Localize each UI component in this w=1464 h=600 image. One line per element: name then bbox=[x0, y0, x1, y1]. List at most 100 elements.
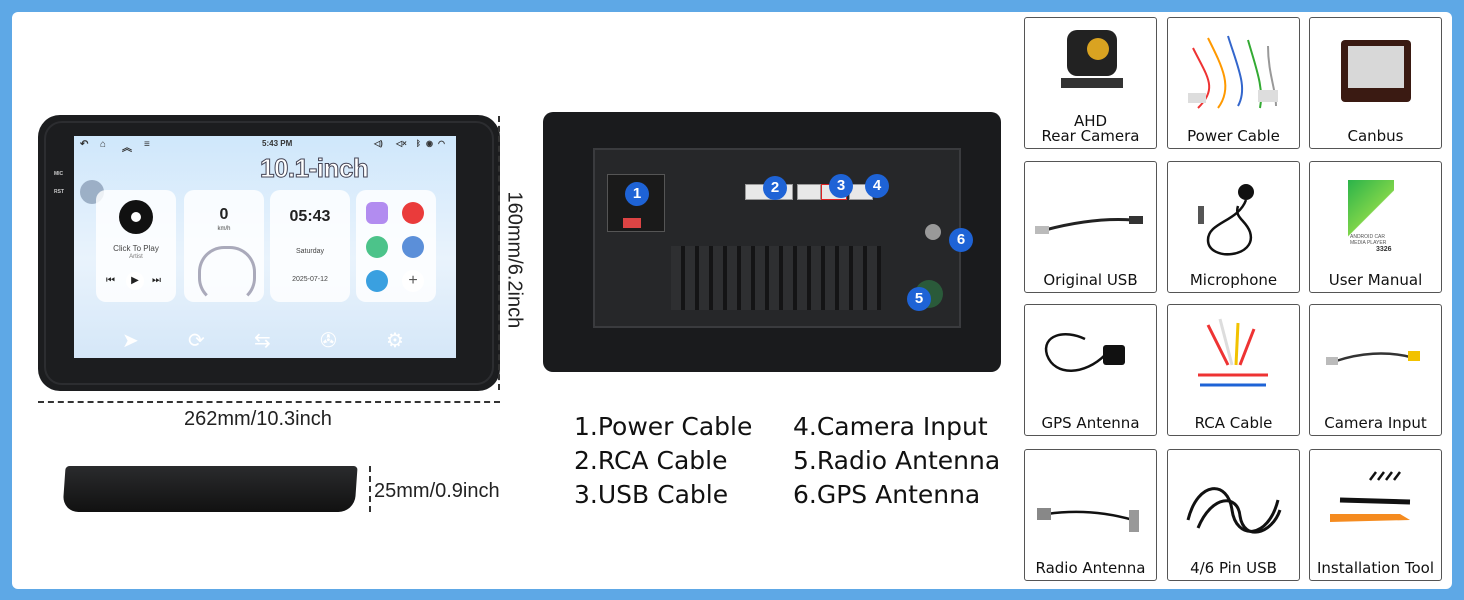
accessory-label: GPS Antenna bbox=[1041, 414, 1140, 432]
accessory-label: Original USB bbox=[1043, 271, 1138, 289]
accessory-rca-cable: RCA Cable bbox=[1167, 304, 1300, 436]
product-infographic: MIC RST ↶ ⌂ ︽ ≡ 5:43 PM ◁) ◁× ᛒ ◉ ◠ 10.1… bbox=[12, 12, 1452, 589]
gps-port bbox=[925, 224, 941, 240]
accessory-label: Microphone bbox=[1189, 271, 1278, 289]
carplay-icon[interactable]: ⟳ bbox=[188, 330, 205, 352]
accessory-label: RCA Cable bbox=[1194, 414, 1273, 432]
usb-pin-cable-icon bbox=[1168, 450, 1299, 546]
location-icon: ◉ bbox=[426, 139, 433, 148]
music-artist: Artist bbox=[129, 254, 143, 260]
back-icon: ↶ bbox=[80, 139, 89, 150]
app-gallery-icon[interactable] bbox=[366, 202, 388, 224]
microphone-icon bbox=[1168, 162, 1299, 258]
app-camera-icon[interactable] bbox=[366, 270, 388, 292]
accessory-gps-antenna: GPS Antenna bbox=[1024, 304, 1157, 436]
accessory-label: AHD Rear Camera bbox=[1041, 112, 1140, 145]
gps-antenna-icon bbox=[1025, 305, 1156, 401]
bluetooth-icon: ᛒ bbox=[416, 139, 421, 148]
accessory-canbus: Canbus bbox=[1309, 17, 1442, 149]
head-unit-screen: ↶ ⌂ ︽ ≡ 5:43 PM ◁) ◁× ᛒ ◉ ◠ 10.1-inch Cl… bbox=[74, 136, 456, 358]
accessory-label: Installation Tool bbox=[1317, 559, 1434, 577]
accessory-power-cable: Power Cable bbox=[1167, 17, 1300, 149]
height-dimension: 160mm/6.2inch bbox=[503, 191, 526, 329]
vinyl-icon bbox=[119, 200, 153, 234]
app-record-icon[interactable] bbox=[402, 202, 424, 224]
add-app-icon[interactable]: + bbox=[402, 270, 424, 292]
depth-dimension: 25mm/0.9inch bbox=[374, 480, 500, 502]
rca-cable-icon bbox=[1168, 305, 1299, 401]
port-marker-3: 3 bbox=[829, 174, 853, 198]
accessory-label: User Manual bbox=[1328, 271, 1423, 289]
mic-label: MIC bbox=[54, 171, 64, 177]
phone-link-icon[interactable]: ⇆ bbox=[254, 330, 271, 352]
next-track-icon: ⏭ bbox=[152, 275, 161, 286]
apps-card: + bbox=[356, 190, 436, 302]
clock-time: 05:43 bbox=[289, 208, 331, 225]
gauge-icon bbox=[198, 246, 256, 304]
legend-rca-cable: 2.RCA Cable bbox=[574, 446, 728, 475]
accessory-microphone: Microphone bbox=[1167, 161, 1300, 293]
home-icon: ⌂ bbox=[100, 139, 107, 150]
legend-gps-antenna: 6.GPS Antenna bbox=[793, 480, 981, 509]
heat-sink-fins bbox=[671, 246, 881, 310]
accessory-4-6-pin-usb: 4/6 Pin USB bbox=[1167, 449, 1300, 581]
port-marker-1: 1 bbox=[625, 182, 649, 206]
camera-icon bbox=[1025, 18, 1156, 114]
accessory-camera-input: Camera Input bbox=[1309, 304, 1442, 436]
mute-icon: ◁× bbox=[396, 139, 407, 148]
manual-icon: ANDROID CAR MEDIA PLAYER 3326 bbox=[1310, 162, 1441, 258]
volume-icon: ◁) bbox=[374, 139, 383, 148]
legend-camera-input: 4.Camera Input bbox=[793, 412, 988, 441]
legend-power-cable: 1.Power Cable bbox=[574, 412, 753, 441]
speed-value: 0 bbox=[219, 206, 229, 223]
install-tool-icon bbox=[1310, 450, 1441, 546]
clock-day: Saturday bbox=[295, 248, 325, 255]
app-car-icon[interactable] bbox=[402, 236, 424, 258]
accessory-label: Camera Input bbox=[1324, 414, 1427, 432]
accessory-installation-tool: Installation Tool bbox=[1309, 449, 1442, 581]
settings-gear-icon[interactable]: ⚙ bbox=[386, 330, 404, 352]
video-icon[interactable]: ✇ bbox=[320, 330, 337, 352]
status-time: 5:43 PM bbox=[262, 139, 293, 148]
port-marker-2: 2 bbox=[763, 176, 787, 200]
manual-cover-code: 3326 bbox=[1376, 246, 1392, 253]
music-card: Click To Play Artist ⏮ ▶ ⏭ bbox=[96, 190, 176, 302]
legend-radio-antenna: 5.Radio Antenna bbox=[793, 446, 1001, 475]
camera-input-cable-icon bbox=[1310, 305, 1441, 401]
radio-antenna-icon bbox=[1025, 450, 1156, 546]
menu-icon: ≡ bbox=[144, 139, 150, 150]
navigation-icon[interactable]: ➤ bbox=[122, 330, 139, 352]
width-dimension: 262mm/10.3inch bbox=[184, 408, 332, 430]
chevron-up-icon: ︽ bbox=[122, 143, 132, 154]
head-unit-side-profile bbox=[62, 466, 358, 512]
legend-usb-cable: 3.USB Cable bbox=[574, 480, 729, 509]
accessory-label: 4/6 Pin USB bbox=[1190, 559, 1277, 577]
accessory-radio-antenna: Radio Antenna bbox=[1024, 449, 1157, 581]
port-marker-5: 5 bbox=[907, 287, 931, 311]
app-equalizer-icon[interactable] bbox=[366, 236, 388, 258]
accessory-user-manual: ANDROID CAR MEDIA PLAYER 3326 User Manua… bbox=[1309, 161, 1442, 293]
usb-cable-icon bbox=[1025, 162, 1156, 258]
accessory-original-usb: Original USB bbox=[1024, 161, 1157, 293]
speedometer-card: 0 km/h bbox=[184, 190, 264, 304]
speed-unit: km/h bbox=[217, 226, 231, 232]
dock-bar: ➤ ⟳ ⇆ ✇ ⚙ bbox=[74, 320, 456, 358]
head-unit-back-panel: 1 2 3 4 5 6 bbox=[543, 112, 1001, 372]
clock-date: 2025-07-12 bbox=[292, 276, 328, 283]
status-bar: ↶ ⌂ ︽ ≡ 5:43 PM ◁) ◁× ᛒ ◉ ◠ bbox=[74, 136, 456, 154]
screen-title: 10.1-inch bbox=[259, 153, 369, 184]
wifi-icon: ◠ bbox=[438, 139, 445, 148]
accessory-label: Canbus bbox=[1347, 127, 1404, 145]
prev-track-icon: ⏮ bbox=[106, 275, 115, 286]
accessory-label: Power Cable bbox=[1187, 127, 1280, 145]
canbus-box-icon bbox=[1310, 18, 1441, 114]
usb-connector bbox=[797, 184, 821, 200]
harness-icon bbox=[1168, 18, 1299, 114]
accessory-label: Radio Antenna bbox=[1035, 559, 1146, 577]
play-icon: ▶ bbox=[126, 272, 144, 290]
accessory-rear-camera: AHD Rear Camera bbox=[1024, 17, 1157, 149]
port-marker-6: 6 bbox=[949, 228, 973, 252]
music-play-label: Click To Play bbox=[113, 244, 159, 253]
rst-label: RST bbox=[54, 189, 64, 195]
manual-cover-text: ANDROID CAR MEDIA PLAYER bbox=[1350, 234, 1387, 246]
